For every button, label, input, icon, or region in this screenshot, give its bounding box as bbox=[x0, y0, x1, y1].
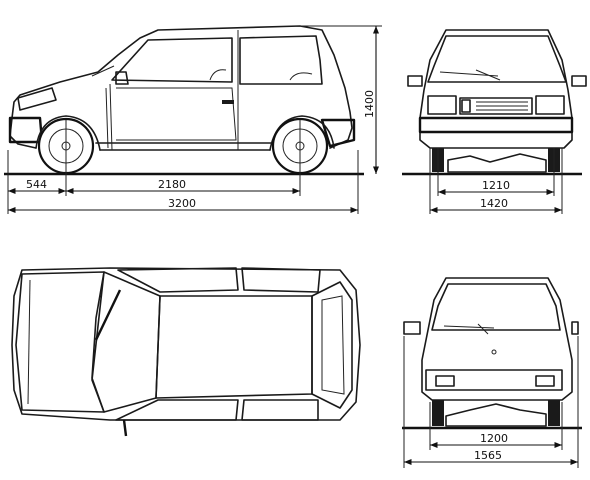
front-headlight-left bbox=[427, 95, 457, 115]
dim-front-track: 1210 bbox=[482, 179, 510, 192]
dim-width-front: 1420 bbox=[480, 197, 508, 210]
dim-overall-length: 3200 bbox=[168, 197, 196, 210]
rear-dimensions: 1200 1565 bbox=[404, 432, 578, 466]
dim-front-overhang: 544 bbox=[26, 178, 47, 191]
rear-bumper bbox=[320, 118, 356, 148]
dim-width-mirrors: 1565 bbox=[474, 449, 502, 462]
roof bbox=[155, 295, 313, 399]
front-body-outline bbox=[419, 29, 573, 149]
mirror-left bbox=[407, 75, 423, 87]
rear-hatch bbox=[311, 281, 353, 409]
mirror-right bbox=[571, 75, 587, 87]
top-body-outline bbox=[11, 267, 361, 421]
side-view bbox=[4, 25, 364, 214]
tail-lights bbox=[425, 369, 563, 391]
windshield bbox=[427, 35, 567, 83]
rear-view bbox=[402, 277, 582, 468]
dim-height: 1400 bbox=[363, 90, 376, 118]
front-bumper bbox=[8, 116, 44, 144]
rear-window bbox=[431, 283, 561, 331]
side-windows bbox=[111, 35, 323, 85]
rear-body-outline bbox=[421, 277, 573, 401]
dim-wheelbase: 2180 bbox=[158, 178, 186, 191]
front-view bbox=[402, 29, 587, 214]
side-mirror bbox=[115, 71, 129, 85]
front-grille bbox=[459, 97, 533, 115]
headlight bbox=[17, 87, 57, 111]
top-view bbox=[11, 267, 361, 437]
front-headlight-right bbox=[535, 95, 565, 115]
front-dimensions: 1210 1420 bbox=[430, 179, 562, 214]
dim-rear-track: 1200 bbox=[480, 432, 508, 445]
rear-mirror-left bbox=[403, 321, 421, 335]
side-dimensions: 544 2180 3200 1400 bbox=[8, 25, 382, 214]
